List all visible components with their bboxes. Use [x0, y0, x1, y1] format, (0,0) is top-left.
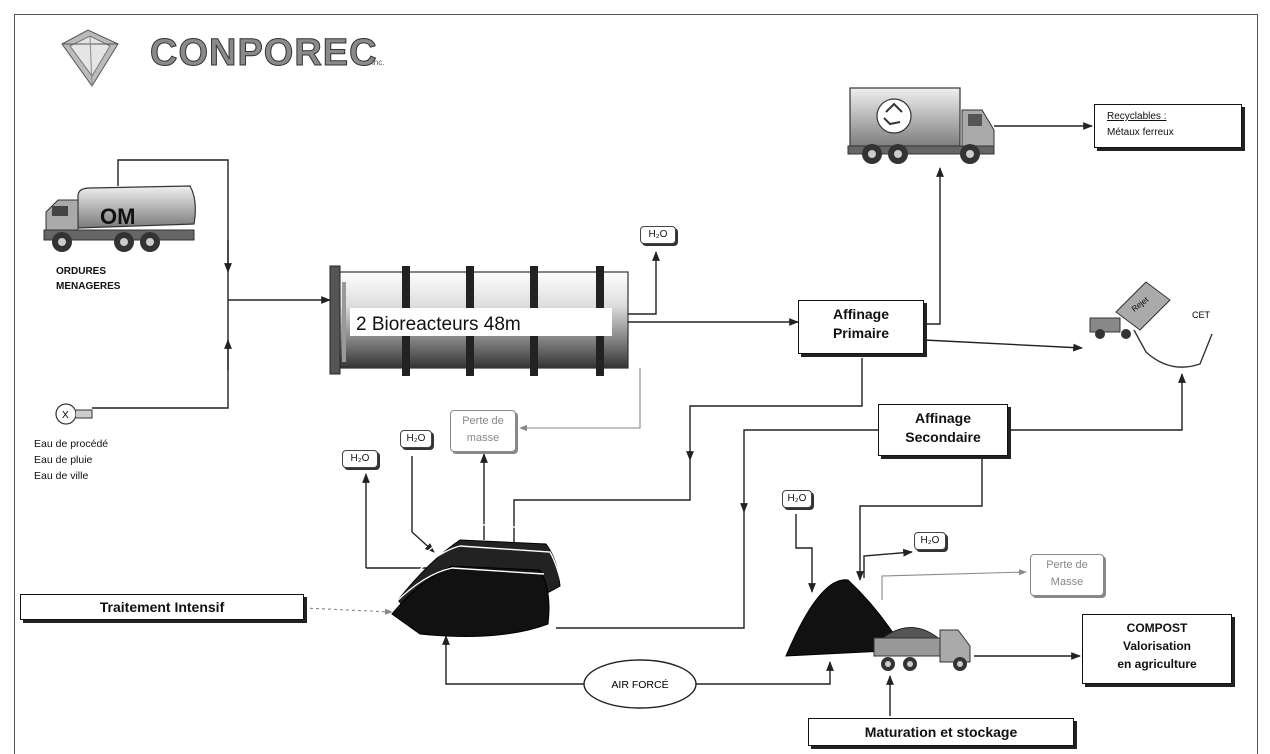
h2o-tag-piles-1: H₂O [342, 450, 378, 468]
bioreactor-drum [329, 265, 629, 376]
eau-label: Eau de procédé Eau de pluie Eau de ville [34, 438, 109, 482]
compost-truck-icon [873, 627, 971, 671]
traitement-intensif-box: Traitement Intensif [20, 594, 304, 620]
h2o-tag-maturation-2: H₂O [914, 532, 946, 550]
conporec-logo-mark [61, 29, 119, 87]
perte-masse-tag-1: Perte de masse [450, 410, 516, 452]
inlet-line [92, 159, 229, 409]
bioreactor-label: 2 Bioreacteurs 48m [356, 314, 521, 335]
logo-text: CONPOREC [150, 32, 378, 75]
cet-label: CET [1192, 310, 1211, 320]
om-truck-icon [43, 185, 196, 252]
rejet-truck-icon [1089, 281, 1171, 339]
diagram-frame [14, 14, 1258, 754]
pump-label: X [62, 410, 69, 421]
om-label: OM [100, 204, 135, 229]
cet-landfill-icon [1133, 329, 1213, 368]
h2o-tag-bioreactor: H₂O [640, 226, 676, 244]
air-force-ellipse [583, 659, 697, 709]
compost-box: COMPOST Valorisation en agriculture [1082, 614, 1232, 684]
logo-suffix: inc. [372, 58, 385, 67]
air-force-label: AIR FORCÉ [611, 678, 668, 691]
h2o-tag-maturation-1: H₂O [782, 490, 812, 508]
ordures-label: ORDURES MENAGERES [56, 266, 121, 292]
traitement-piles-icon [391, 523, 575, 637]
recyclables-box: Recyclables : Métaux ferreux [1094, 104, 1242, 148]
maturation-stockage-box: Maturation et stockage [808, 718, 1074, 746]
affinage-secondaire-box: Affinage Secondaire [878, 404, 1008, 456]
affinage-primaire-box: Affinage Primaire [798, 300, 924, 354]
recycling-truck-icon [847, 87, 995, 164]
h2o-tag-piles-2: H₂O [400, 430, 432, 448]
perte-masse-tag-2: Perte de Masse [1030, 554, 1104, 596]
pump-icon [55, 403, 93, 425]
